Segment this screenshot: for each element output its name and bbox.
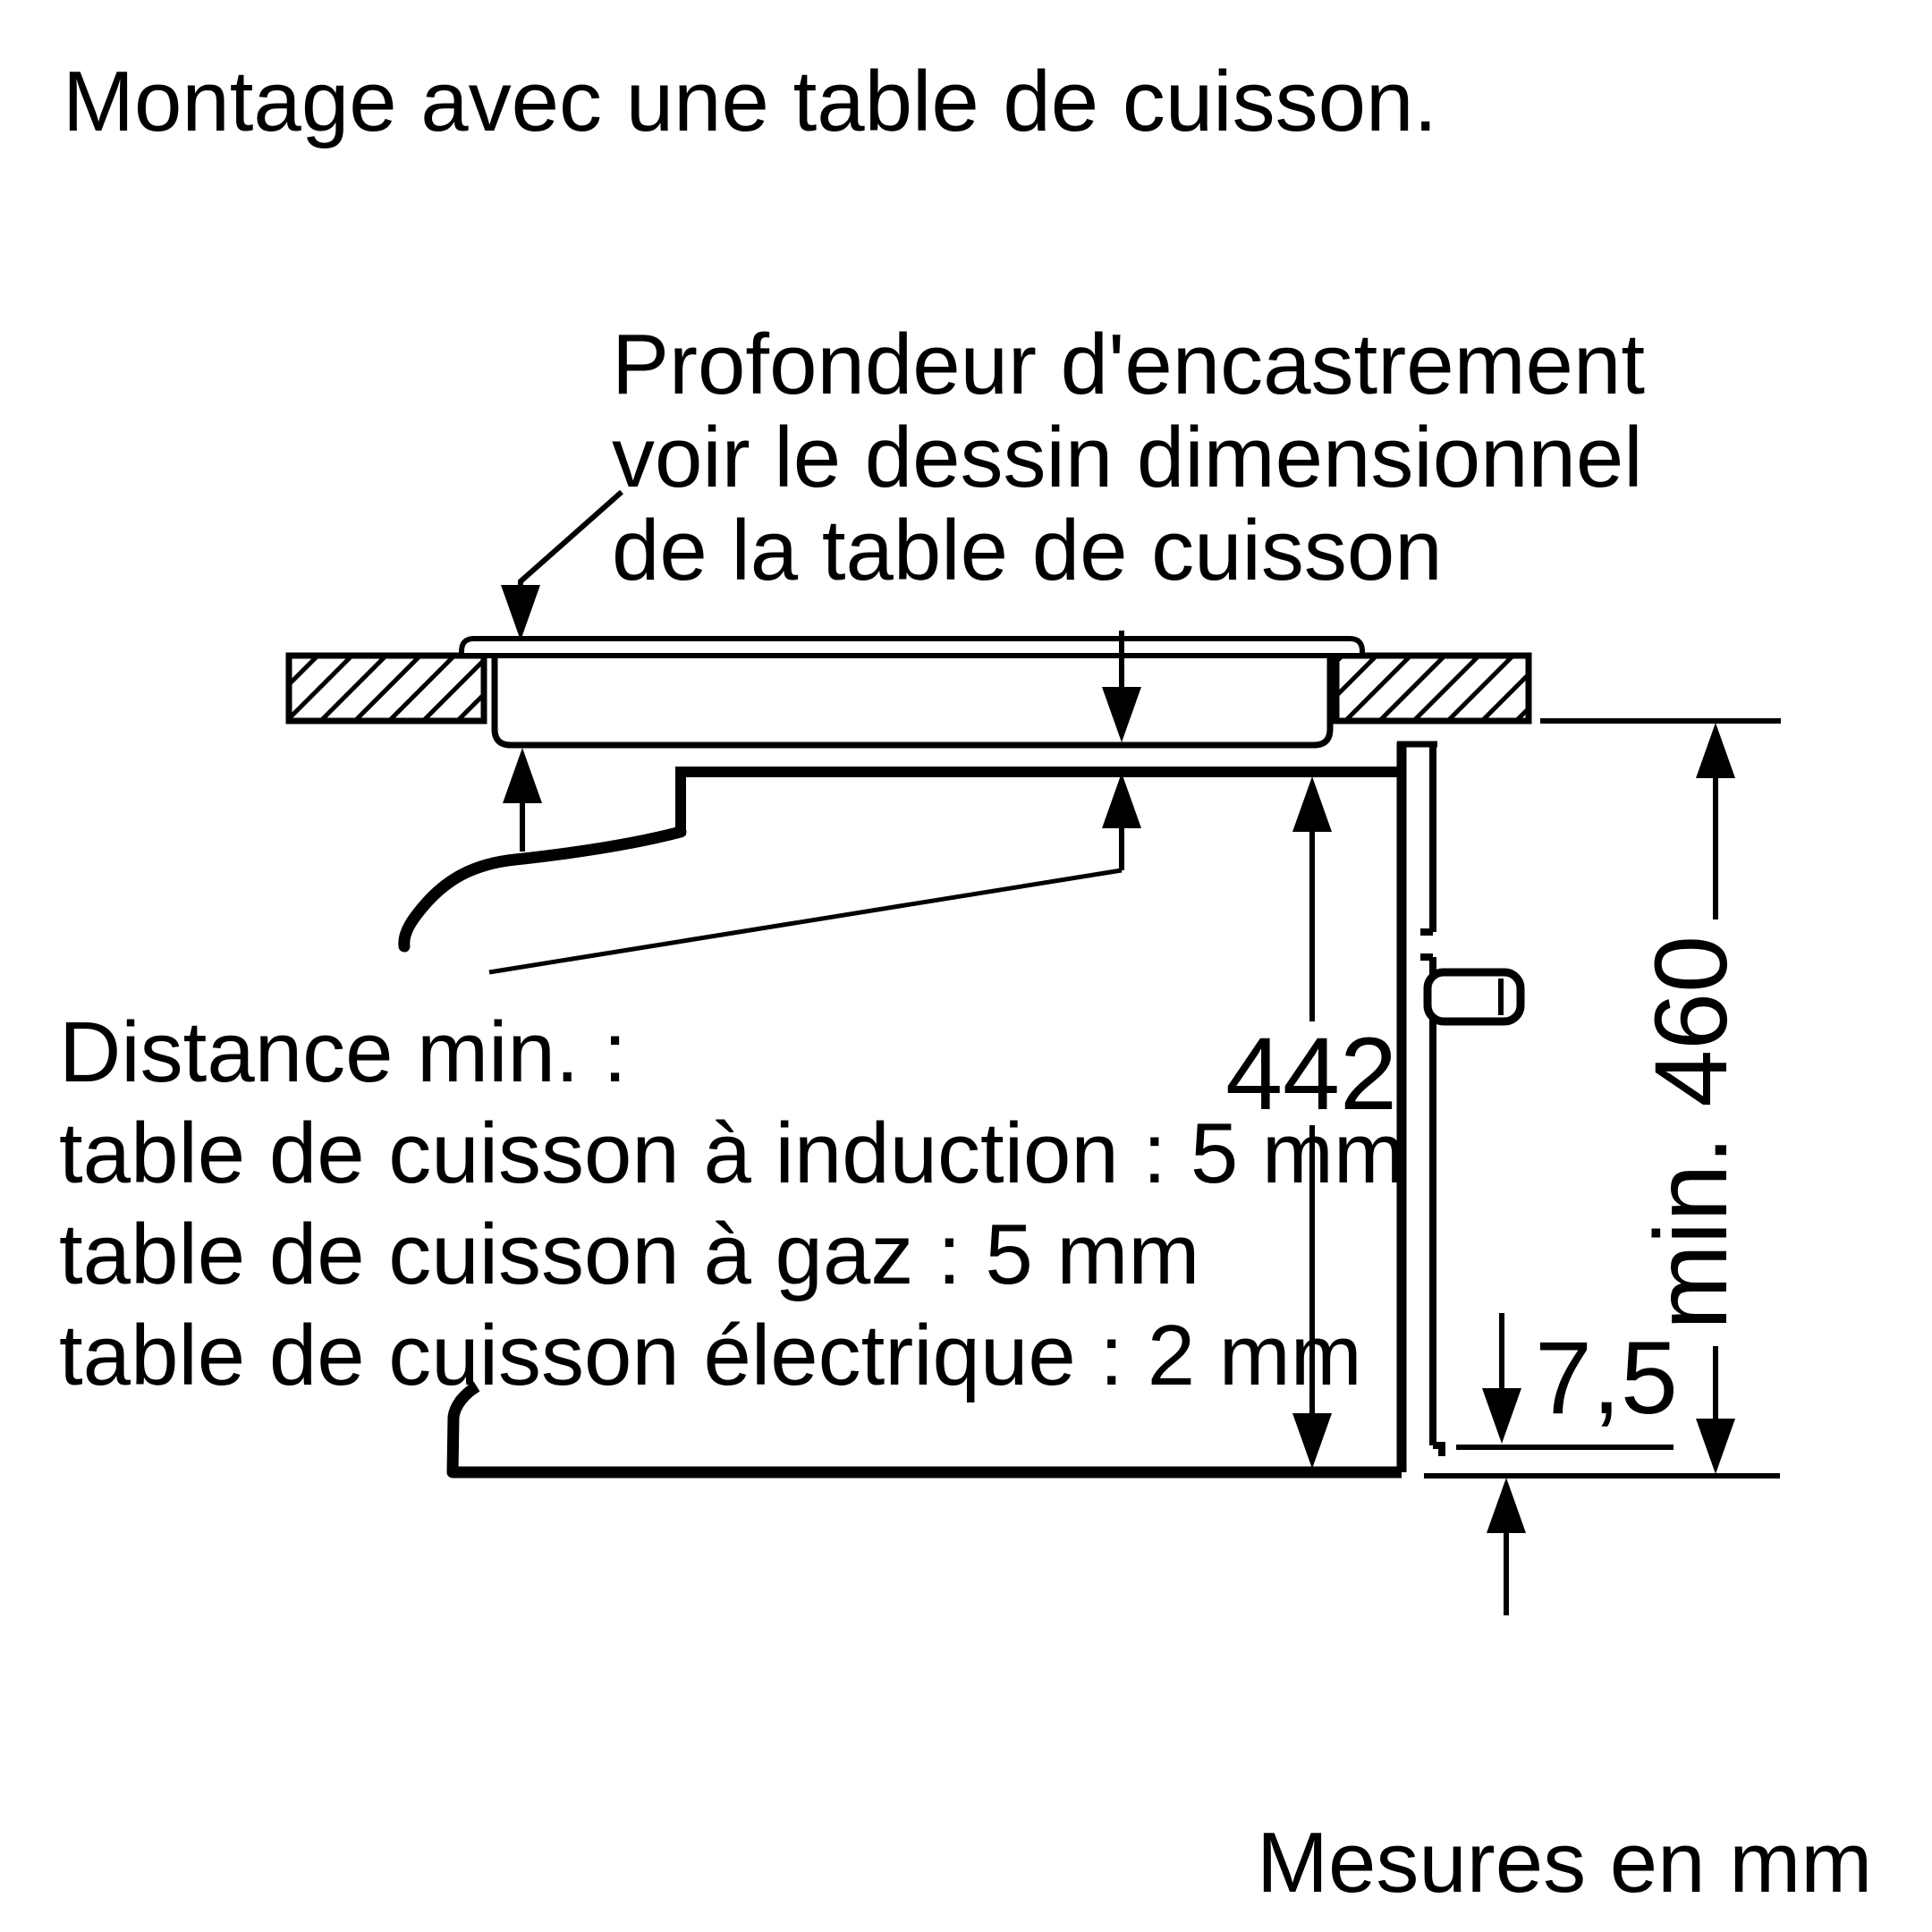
worktop-cross-section <box>285 652 1532 724</box>
dimension-min-460: min. 460 <box>1540 718 1781 1474</box>
dim-75-label: 7,5 <box>1535 1321 1678 1436</box>
dim-442-label: 442 <box>1225 1017 1397 1131</box>
dimension-442: 442 <box>1225 776 1397 1469</box>
oven-front-panel-face <box>1420 744 1445 1456</box>
cooktop-cross-section <box>459 636 1365 749</box>
distance-line-2: table de cuisson à induction : 5 mm <box>59 1106 1405 1201</box>
arrow-up-tub-bottom-icon <box>503 748 542 803</box>
dimension-7-5: 7,5 <box>1424 1313 1780 1615</box>
callout-line-3: de la table de cuisson <box>612 503 1443 598</box>
arrow-down-plate-top-icon <box>501 585 540 640</box>
distance-line-3: table de cuisson à gaz : 5 mm <box>59 1207 1199 1302</box>
oven-top-panel <box>675 767 1402 835</box>
arrow-up-gap-icon <box>1102 773 1141 828</box>
callout-line-1: Profondeur d'encastrement <box>612 317 1645 412</box>
arrow-down-niche-floor-icon <box>1696 1419 1735 1474</box>
worktop-right-hatch <box>1333 652 1532 724</box>
arrow-down-oven-edge-icon <box>1482 1388 1521 1444</box>
dimension-flush-depth <box>501 489 623 852</box>
oven-cross-section <box>398 741 1525 1479</box>
callout-line-2: voir le dessin dimensionnel <box>612 410 1643 505</box>
callout-depth-note: Profondeur d'encastrement voir le dessin… <box>612 317 1645 598</box>
distance-line-1: Distance min. : <box>59 1004 627 1100</box>
arrow-down-oven-bottom-icon <box>1292 1413 1332 1469</box>
dim-460-label: min. 460 <box>1634 936 1749 1330</box>
cooktop-body <box>491 656 1334 749</box>
arrow-up-oven-top-icon <box>1292 776 1332 832</box>
oven-bottom-panel <box>446 1381 1402 1479</box>
worktop-left-hatch <box>285 652 487 724</box>
distance-line-4: table de cuisson électrique : 2 mm <box>59 1308 1362 1403</box>
dimension-min-distance <box>488 631 1141 975</box>
min-distance-note: Distance min. : table de cuisson à induc… <box>59 1004 1405 1403</box>
cooktop-plate <box>459 636 1365 658</box>
arrow-down-gap-icon <box>1102 687 1141 742</box>
units-note: Mesures en mm <box>1257 1815 1872 1911</box>
oven-control-knob <box>1423 968 1525 1026</box>
arrow-up-worktop-icon <box>1696 723 1735 778</box>
oven-break-line-top <box>398 826 687 953</box>
page-title: Montage avec une table de cuisson. <box>63 54 1437 149</box>
callout-leader-line <box>518 489 623 587</box>
distance-note-leader-line <box>488 868 1123 975</box>
arrow-up-niche-floor-icon <box>1487 1478 1526 1533</box>
